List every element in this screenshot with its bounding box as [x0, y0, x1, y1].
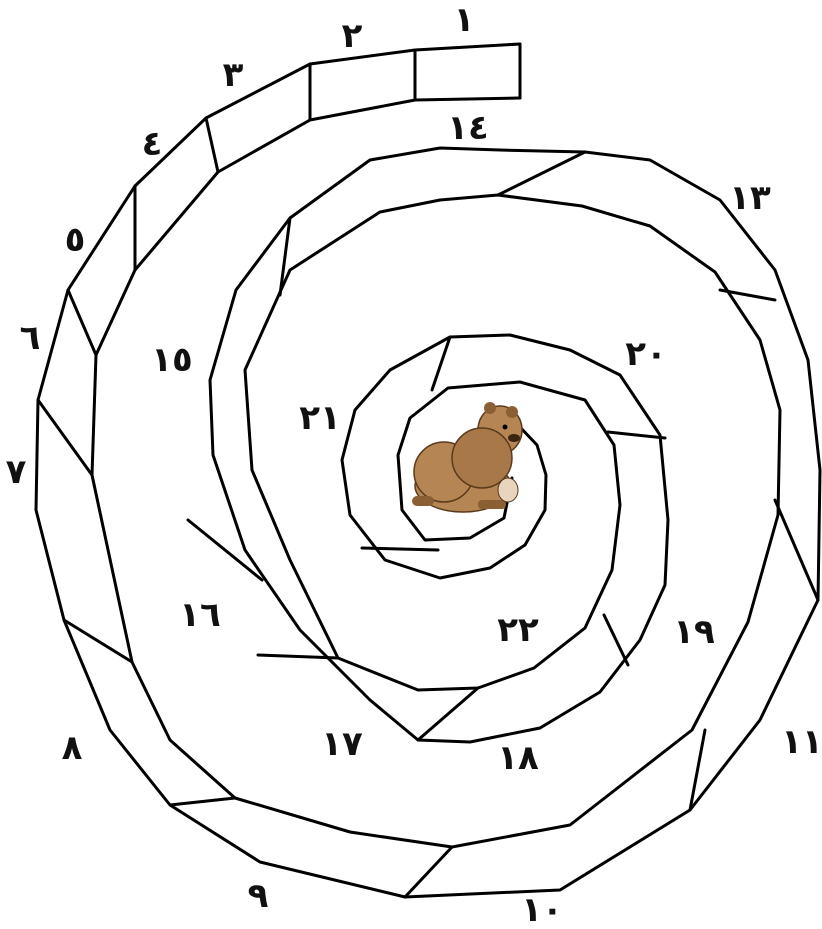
square-number: ٢	[342, 19, 363, 53]
square-number: ١٧	[321, 727, 363, 761]
square-number: ٨	[62, 731, 83, 765]
square-number: ١١	[781, 725, 822, 759]
bear-icon	[412, 402, 522, 512]
square-number: ٦	[20, 321, 41, 355]
divider	[188, 520, 262, 580]
square-number: ٧	[6, 455, 27, 489]
square-number: ١٨	[497, 741, 539, 775]
square-number: ١	[454, 3, 475, 37]
square-number: ٩	[248, 879, 269, 913]
square-number: ٥	[65, 223, 86, 257]
divider	[720, 290, 775, 300]
square-number: ٢٢	[497, 613, 539, 647]
divider	[38, 400, 92, 475]
square-number: ١٤	[447, 111, 489, 145]
square-number: ٢٠	[625, 337, 667, 371]
square-number: ٣	[223, 58, 244, 92]
divider	[405, 847, 452, 897]
divider	[362, 548, 438, 550]
divider	[775, 500, 818, 600]
square-number: ١٠	[521, 893, 563, 927]
divider	[170, 798, 235, 805]
square-number: ١٩	[673, 615, 715, 649]
divider	[604, 615, 628, 665]
square-number: ٢١	[299, 401, 341, 435]
divider	[608, 432, 665, 438]
square-number: ١٣	[729, 181, 771, 215]
divider	[418, 688, 478, 740]
divider	[498, 152, 585, 195]
divider	[206, 118, 218, 172]
square-number: ١٥	[151, 343, 193, 377]
square-number: ١٦	[179, 598, 221, 632]
divider	[68, 290, 96, 355]
square-number: ٤	[142, 127, 163, 161]
